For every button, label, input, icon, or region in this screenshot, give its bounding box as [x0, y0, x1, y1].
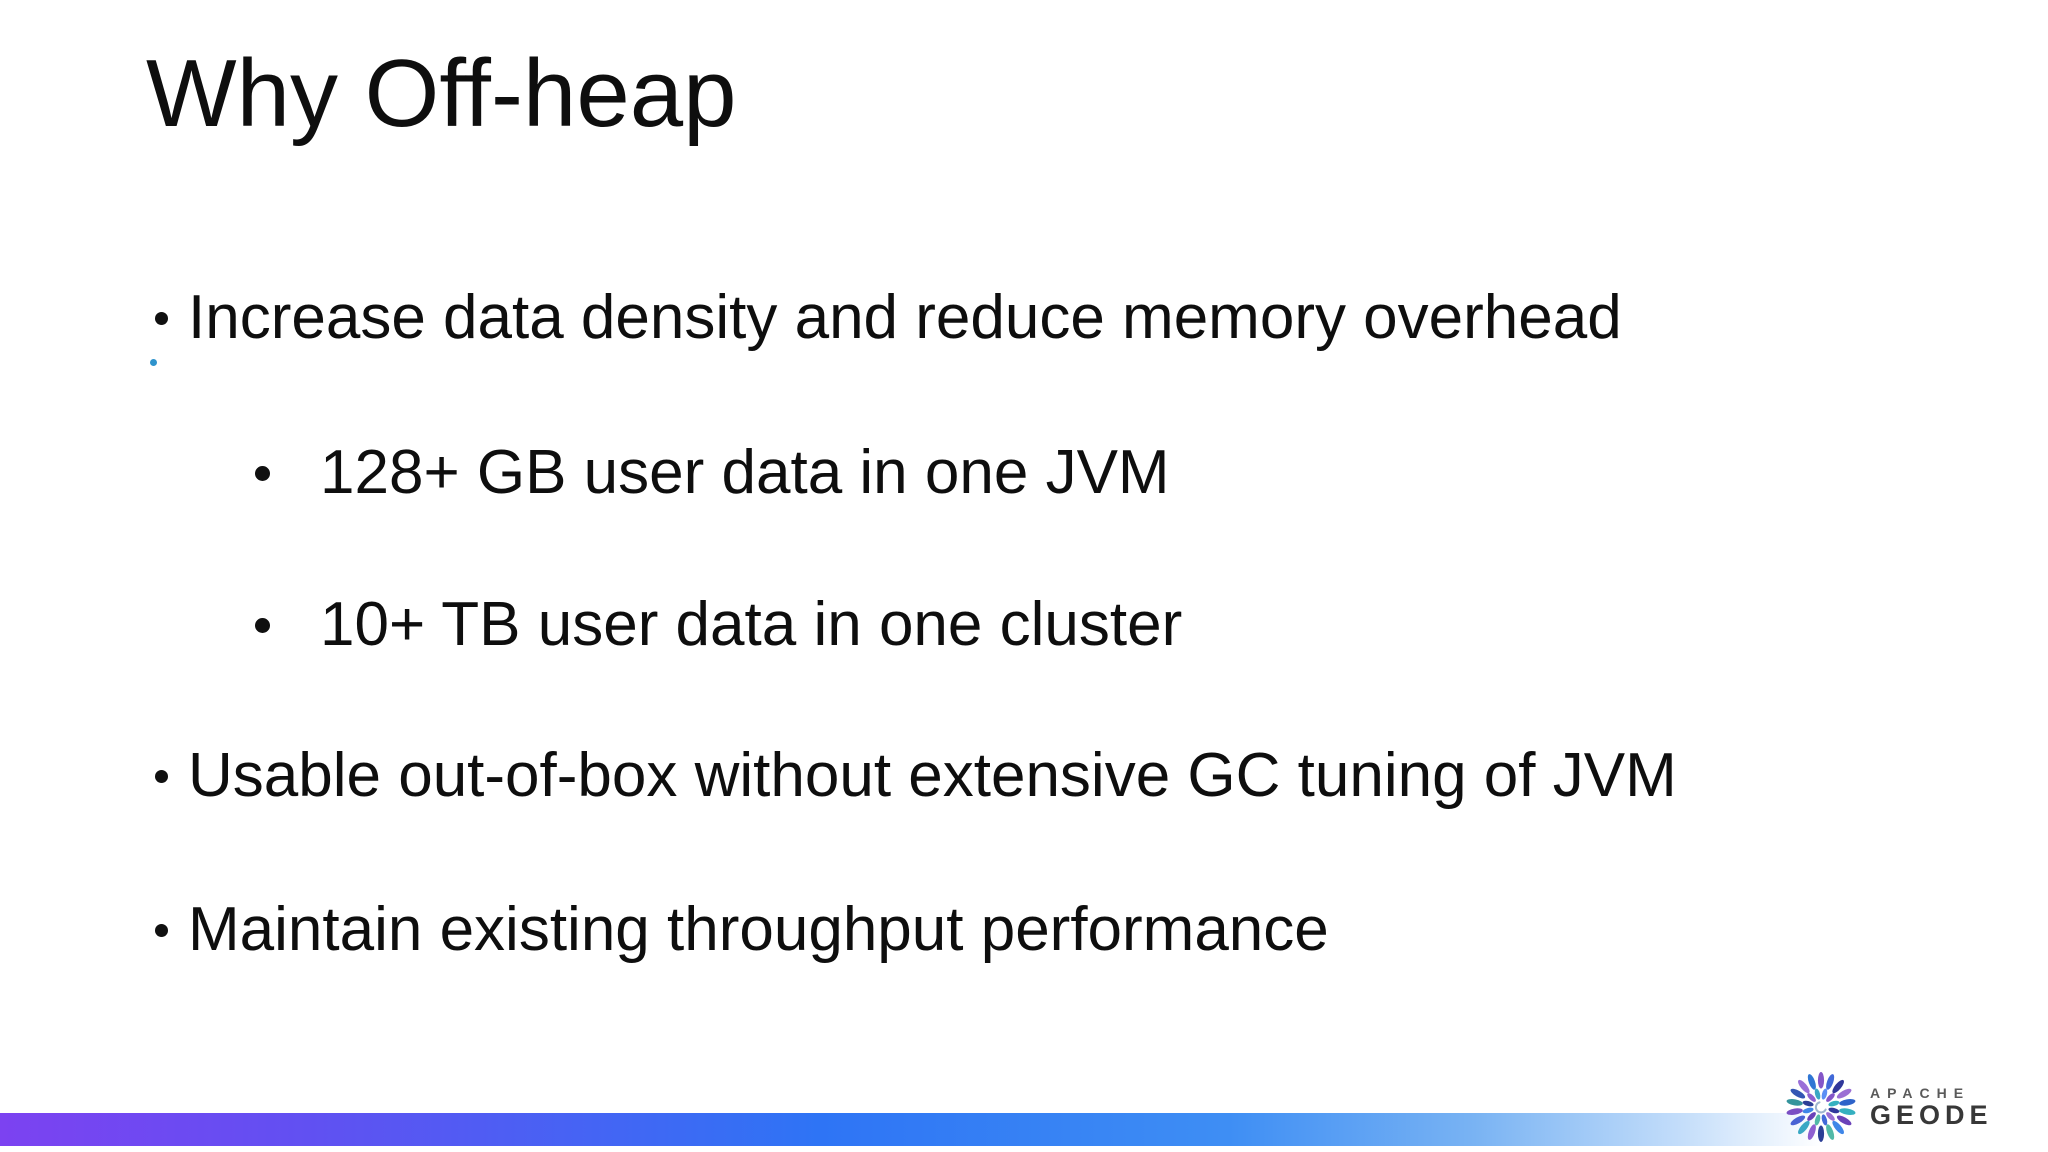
- geode-starburst-icon: [1786, 1072, 1856, 1142]
- bullet-item: 128+ GB user data in one JVM: [255, 442, 1170, 504]
- cursor-dot: [150, 359, 157, 366]
- bullet-text: Maintain existing throughput performance: [188, 895, 1329, 964]
- bullet-item: Maintain existing throughput performance: [155, 899, 1329, 961]
- bullet-text: Usable out-of-box without extensive GC t…: [188, 741, 1677, 810]
- logo-text: APACHE GEODE: [1870, 1085, 1993, 1129]
- logo-geode-text: GEODE: [1870, 1100, 1993, 1130]
- bullet-marker: [155, 924, 168, 937]
- bullet-text: 128+ GB user data in one JVM: [320, 438, 1170, 507]
- bullet-item: 10+ TB user data in one cluster: [255, 594, 1182, 656]
- bullet-marker: [155, 312, 168, 325]
- slide-title: Why Off-heap: [146, 40, 737, 147]
- bullet-marker: [155, 770, 168, 783]
- bullet-item: Usable out-of-box without extensive GC t…: [155, 745, 1677, 807]
- footer-gradient-bar: [0, 1113, 2048, 1146]
- bullet-marker: [255, 618, 270, 633]
- apache-geode-logo: APACHE GEODE: [1784, 1068, 2044, 1146]
- bullet-text: Increase data density and reduce memory …: [188, 283, 1622, 352]
- bullet-text: 10+ TB user data in one cluster: [320, 590, 1183, 659]
- bullet-item: Increase data density and reduce memory …: [155, 287, 1622, 349]
- bullet-marker: [255, 466, 270, 481]
- logo-apache-text: APACHE: [1870, 1085, 1971, 1101]
